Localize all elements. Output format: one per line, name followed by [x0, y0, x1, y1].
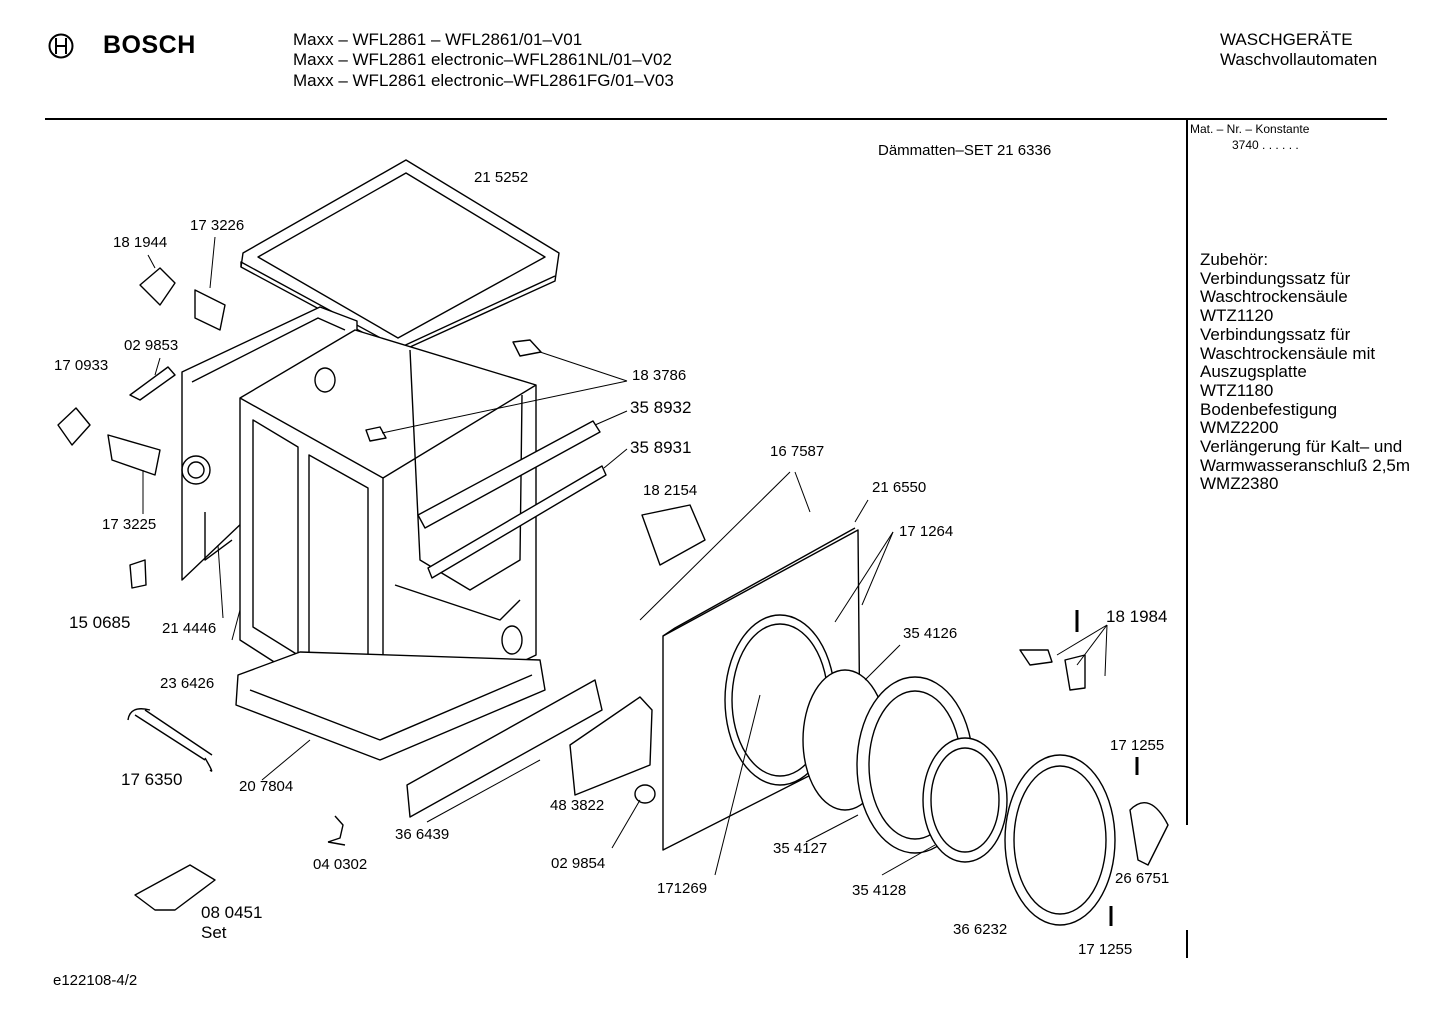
- clip-029853: [129, 366, 176, 401]
- damper-top: [194, 289, 226, 331]
- switch-150685: [129, 559, 147, 589]
- part-label-171269: 171269: [657, 880, 708, 897]
- part-label-029853: 02 9853: [124, 337, 179, 354]
- part-label-216550: 21 6550: [872, 479, 927, 496]
- damper-bottom: [107, 434, 161, 476]
- model-line-1: Maxx – WFL2861 – WFL2861/01–V01: [293, 30, 583, 49]
- part-label-207804: 20 7804: [239, 778, 294, 795]
- door-lock-182154: [641, 504, 706, 566]
- part-label-029854: 02 9854: [551, 855, 606, 872]
- part-label-266751: 26 6751: [1115, 870, 1170, 887]
- part-label-366439: 36 6439: [395, 826, 450, 843]
- part-label-215252: 21 5252: [474, 169, 529, 186]
- bracket-top: [512, 339, 542, 357]
- model-line-2: Maxx – WFL2861 electronic–WFL2861NL/01–V…: [293, 50, 672, 69]
- part-label-366232: 36 6232: [953, 921, 1008, 938]
- accessory-line: Verlängerung für Kalt– und: [1200, 437, 1403, 457]
- part-label-358931: 35 8931: [630, 438, 692, 457]
- cross-braces: [417, 420, 607, 579]
- accessory-line: Auszugsplatte: [1200, 362, 1307, 382]
- accessory-line: Zubehör:: [1200, 250, 1269, 269]
- part-label-354128: 35 4128: [852, 882, 907, 899]
- accessories-list: Zubehör: Verbindungssatz für Waschtrocke…: [1200, 250, 1411, 494]
- accessory-line: Bodenbefestigung: [1200, 399, 1338, 419]
- insulation-set-label: Dämmatten–SET 21 6336: [878, 142, 1052, 159]
- part-label-354127: 35 4127: [773, 840, 828, 857]
- mat-nr-value: 3740 . . . . . .: [1232, 138, 1299, 152]
- control-panel-366439: [406, 679, 603, 818]
- part-label-358932: 35 8932: [630, 398, 692, 417]
- part-label-171255-lower: 17 1255: [1078, 941, 1133, 958]
- model-line-3: Maxx – WFL2861 electronic–WFL2861FG/01–V…: [293, 71, 674, 90]
- part-label-214446: 21 4446: [162, 620, 217, 637]
- part-label-183786: 18 3786: [632, 367, 687, 384]
- bosch-armature-logo-icon: [48, 33, 74, 59]
- accessory-line: Verbindungssatz für: [1200, 324, 1351, 344]
- part-label-080451: 08 0451: [201, 903, 263, 922]
- accessory-line: WMZ2200: [1200, 418, 1279, 438]
- part-label-176350: 17 6350: [121, 770, 183, 789]
- category-title: WASCHGERÄTE: [1220, 30, 1353, 49]
- accessory-line: Waschtrockensäule mit: [1200, 343, 1376, 363]
- part-label-354126: 35 4126: [903, 625, 958, 642]
- part-label-483822: 48 3822: [550, 797, 605, 814]
- spanner: [127, 708, 213, 772]
- part-label-171264: 17 1264: [899, 523, 954, 540]
- bosch-logo: BOSCH: [45, 30, 205, 64]
- part-label-170933: 17 0933: [54, 357, 109, 374]
- accessory-line: WMZ2380: [1200, 474, 1279, 494]
- part-label-173225: 17 3225: [102, 516, 157, 533]
- latch-181984: [1064, 654, 1086, 691]
- part-label-040302: 04 0302: [313, 856, 368, 873]
- suspension-cap-top: [139, 267, 176, 306]
- mat-nr-header: Mat. – Nr. – Konstante: [1190, 122, 1310, 136]
- part-label-167587: 16 7587: [770, 443, 825, 460]
- part-label-182154: 18 2154: [643, 482, 698, 499]
- subcategory-title: Waschvollautomaten: [1220, 50, 1378, 69]
- worktop-lid: [240, 159, 560, 353]
- accessory-line: Warmwasseranschluß 2,5m: [1200, 455, 1411, 475]
- document-id: e122108-4/2: [53, 972, 138, 989]
- foot-040302: [327, 815, 346, 846]
- accessory-line: WTZ1180: [1200, 380, 1274, 400]
- accessory-line: Waschtrockensäule: [1200, 287, 1348, 307]
- accessory-line: WTZ1120: [1200, 306, 1274, 326]
- base-frame: [235, 651, 546, 761]
- accessory-line: Verbindungssatz für: [1200, 268, 1351, 288]
- part-label-181984: 18 1984: [1106, 607, 1168, 626]
- handle-266751: [1129, 802, 1169, 866]
- part-label-181944: 18 1944: [113, 234, 168, 251]
- brand-name: BOSCH: [103, 31, 196, 59]
- part-label-080451-note: Set: [201, 923, 227, 942]
- part-label-173226: 17 3226: [190, 217, 245, 234]
- part-label-236426: 23 6426: [160, 675, 215, 692]
- dispenser-front-483822: [569, 696, 653, 796]
- knob-029854: [634, 784, 656, 804]
- bracket-mid: [365, 426, 387, 442]
- part-label-150685: 15 0685: [69, 613, 131, 632]
- door-glass-354128: [922, 737, 1008, 863]
- bracket-set-080451: [134, 864, 216, 911]
- door-frame-366232: [1004, 754, 1116, 926]
- part-label-171255-upper: 17 1255: [1110, 737, 1165, 754]
- suspension-cap-bottom: [57, 407, 91, 446]
- hook-181984: [1019, 649, 1053, 666]
